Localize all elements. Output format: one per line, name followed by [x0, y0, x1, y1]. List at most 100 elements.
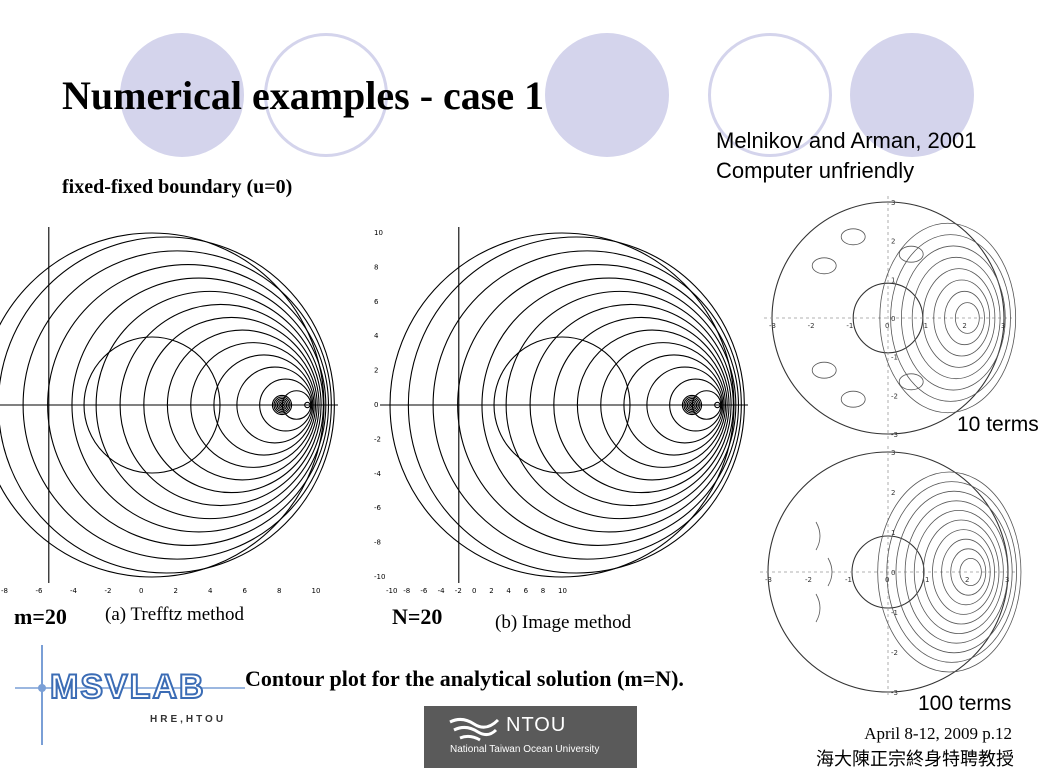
x-tick-label: 8: [541, 587, 545, 595]
y-tick-label: -6: [374, 504, 382, 512]
trefftz-param-label: m=20: [14, 604, 67, 629]
msvlab-logo: MSVLAB HRE,HTOU: [10, 640, 250, 750]
contour-line: [933, 279, 991, 357]
inner-boundary: [83, 336, 221, 474]
contour-line: [911, 256, 1001, 380]
contour-line: [877, 471, 1022, 673]
x-tick-label: 4: [506, 587, 511, 595]
x-tick-label: 0: [139, 587, 143, 595]
contour-line: [432, 250, 742, 560]
y-tick-label: -10: [374, 573, 385, 581]
x-tick-label: -2: [455, 587, 462, 595]
x-tick-label: -4: [438, 587, 446, 595]
contour-line: [166, 329, 318, 481]
decor-circle-4: [708, 33, 832, 157]
x-tick-label: -2: [105, 587, 112, 595]
contour-line: [954, 302, 980, 334]
x-tick-label: -6: [36, 587, 44, 595]
y-tick-label: -2: [891, 649, 898, 657]
contour-line: [950, 548, 987, 596]
contour-source-ring: [276, 399, 288, 411]
contour-line: [281, 390, 312, 420]
x-tick-label: -2: [805, 576, 812, 584]
x-tick-label: 6: [243, 587, 248, 595]
y-tick-label: 6: [374, 298, 379, 306]
contour-source-ring: [686, 399, 698, 411]
y-tick-label: -2: [374, 435, 381, 443]
contour-line: [944, 290, 985, 346]
x-tick-label: 1: [925, 576, 929, 584]
x-tick-label: -4: [70, 587, 78, 595]
contour-line: [22, 250, 332, 560]
contour-line: [815, 521, 821, 551]
y-tick-label: 1: [891, 276, 895, 284]
contour-line: [714, 401, 721, 409]
y-tick-label: -3: [891, 431, 898, 439]
msvlab-logo-sub: HRE,HTOU: [150, 714, 227, 725]
y-tick-label: -1: [891, 609, 898, 617]
contour-line: [922, 519, 1000, 625]
reference-note: Computer unfriendly: [716, 158, 915, 183]
contour-line: [213, 354, 315, 456]
x-tick-label: 4: [208, 587, 213, 595]
y-tick-label: -1: [891, 354, 898, 362]
contour-line: [553, 316, 730, 494]
terms-top-label: 10 terms: [957, 413, 1039, 436]
contour-line: [407, 236, 745, 574]
reference-author: Melnikov and Arman, 2001: [716, 128, 977, 153]
y-tick-label: 0: [891, 315, 895, 323]
contour-line: [481, 277, 737, 533]
contour-line: [47, 264, 330, 546]
x-tick-label: 2: [174, 587, 178, 595]
decor-circle-3: [545, 33, 669, 157]
contour-line: [815, 593, 821, 623]
contour-line: [505, 290, 734, 520]
x-tick-label: 10: [312, 587, 321, 595]
contour-source-ring: [689, 402, 695, 408]
y-tick-label: 2: [891, 489, 895, 497]
x-tick-label: 3: [1005, 576, 1009, 584]
msvlab-star-icon: [15, 645, 245, 745]
contour-blob: [811, 257, 837, 275]
contour-line: [576, 329, 728, 481]
x-tick-label: 10: [558, 587, 567, 595]
contour-blob: [811, 361, 837, 379]
contour-line: [691, 390, 722, 420]
x-tick-label: -3: [769, 322, 776, 330]
y-tick-label: -2: [891, 392, 898, 400]
contour-line: [922, 268, 996, 368]
footer-author: 海大陳正宗終身特聘教授: [816, 749, 1014, 770]
contour-line: [143, 316, 320, 494]
contour-source-ring: [273, 396, 291, 414]
contour-blob: [840, 390, 866, 408]
contour-line: [236, 366, 314, 444]
y-tick-label: 2: [891, 238, 895, 246]
x-tick-label: 8: [277, 587, 281, 595]
figure-caption: Contour plot for the analytical solution…: [245, 666, 684, 691]
contour-line: [190, 342, 317, 468]
x-tick-label: -2: [808, 322, 815, 330]
contour-source-ring: [278, 401, 286, 409]
x-tick-label: 2: [489, 587, 493, 595]
y-tick-label: -3: [891, 689, 898, 697]
contour-blob: [840, 228, 866, 246]
x-tick-label: -3: [765, 576, 772, 584]
x-tick-label: -8: [403, 587, 410, 595]
contour-line: [529, 303, 732, 507]
x-tick-label: 6: [524, 587, 529, 595]
contour-line: [119, 303, 322, 507]
contour-line: [259, 378, 313, 432]
slide-title: Numerical examples - case 1: [62, 73, 545, 118]
y-tick-label: 3: [891, 449, 895, 457]
contour-line: [600, 342, 727, 468]
ntou-logo: NTOU National Taiwan Ocean University: [424, 706, 637, 768]
contour-source-ring: [279, 402, 285, 408]
contour-source-ring: [681, 394, 703, 416]
outer-boundary: [0, 232, 325, 578]
contour-source-ring: [271, 394, 293, 416]
trefftz-method-label: (a) Trefftz method: [105, 604, 244, 625]
contour-line: [646, 366, 724, 444]
